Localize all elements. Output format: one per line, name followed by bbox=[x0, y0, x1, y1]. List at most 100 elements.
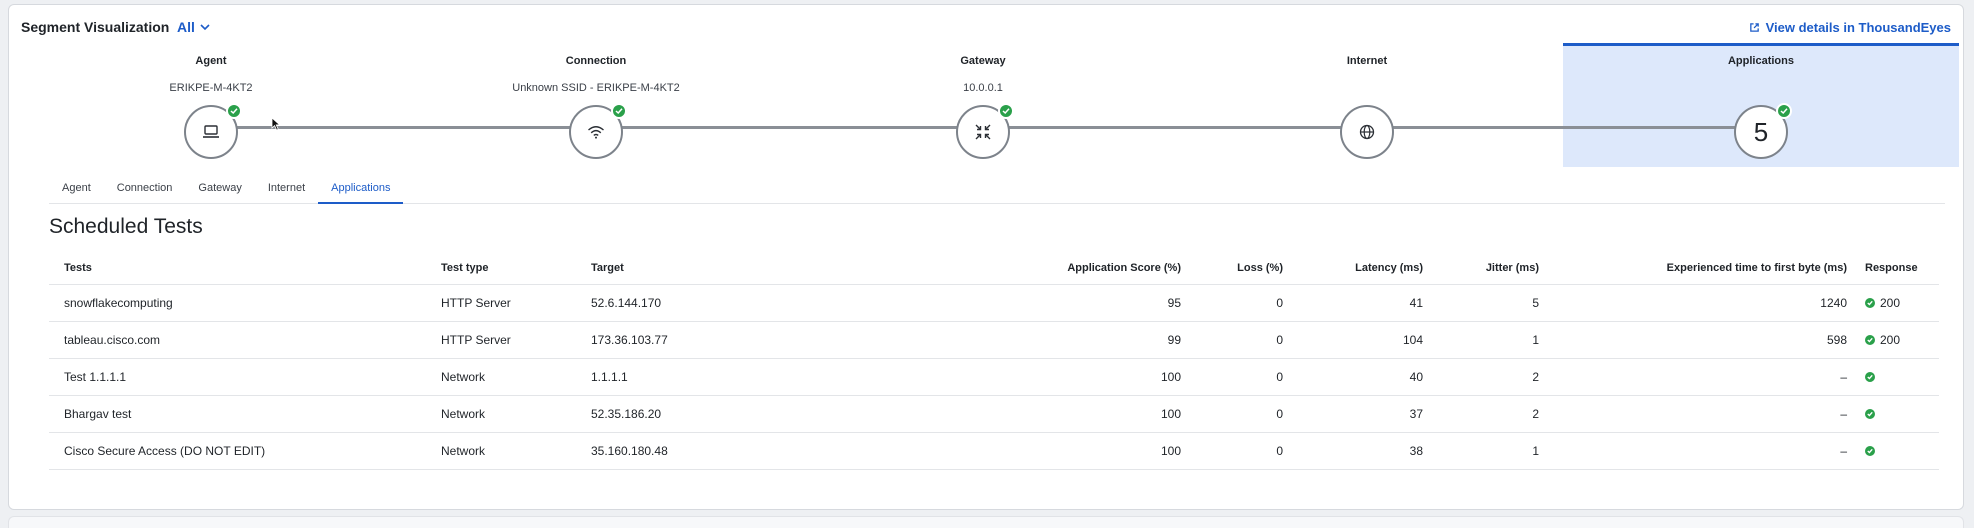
segment-node[interactable] bbox=[1340, 105, 1394, 159]
check-circle-icon bbox=[1865, 335, 1875, 345]
table-row[interactable]: tableau.cisco.com HTTP Server 173.36.103.7… bbox=[49, 322, 1939, 359]
column-header-latency[interactable]: Latency (ms) bbox=[1355, 261, 1423, 274]
segment-title: Connection bbox=[565, 55, 627, 67]
segment-title: Agent bbox=[195, 55, 227, 67]
check-circle-icon bbox=[1865, 409, 1875, 419]
cell-ttfb: – bbox=[1840, 407, 1847, 421]
segment-gateway[interactable]: Gateway 10.0.0.1 bbox=[833, 55, 1133, 159]
cell-response: 200 bbox=[1865, 322, 1935, 358]
segment-filter-label: All bbox=[177, 19, 195, 35]
check-icon bbox=[226, 103, 242, 119]
cell-test-name: Bhargav test bbox=[64, 407, 132, 421]
check-circle-icon bbox=[1865, 446, 1875, 456]
column-header-tests[interactable]: Tests bbox=[64, 261, 92, 274]
column-header-application-score[interactable]: Application Score (%) bbox=[1067, 261, 1181, 274]
segment-filter-dropdown[interactable]: All bbox=[177, 19, 211, 35]
cell-application-score: 100 bbox=[1160, 444, 1181, 458]
table-row[interactable]: Cisco Secure Access (DO NOT EDIT)Network… bbox=[49, 433, 1939, 470]
tab-internet[interactable]: Internet bbox=[267, 182, 306, 194]
check-icon bbox=[611, 103, 627, 119]
cell-response bbox=[1865, 396, 1935, 432]
table-header-row: Tests Test type Target Application Score… bbox=[49, 251, 1939, 285]
cell-ttfb: – bbox=[1840, 370, 1847, 384]
segment-title: Internet bbox=[1346, 55, 1388, 67]
cell-ttfb: 1240 bbox=[1820, 296, 1847, 310]
view-details-label: View details in ThousandEyes bbox=[1765, 20, 1951, 35]
cell-target: 173.36.103.77 bbox=[591, 333, 668, 347]
segment-node[interactable]: 5 bbox=[1734, 103, 1792, 159]
cell-ttfb: – bbox=[1840, 444, 1847, 458]
cell-response bbox=[1865, 359, 1935, 395]
cell-application-score: 99 bbox=[1167, 333, 1181, 347]
cell-jitter: 2 bbox=[1532, 407, 1539, 421]
cell-test-name: tableau.cisco.com bbox=[64, 333, 161, 347]
column-header-jitter[interactable]: Jitter (ms) bbox=[1485, 261, 1539, 274]
segment-applications[interactable]: Applications 5 bbox=[1611, 55, 1911, 159]
segment-visualization-card: Segment Visualization All View details i… bbox=[8, 4, 1964, 510]
cell-latency: 41 bbox=[1409, 296, 1423, 310]
scheduled-tests-table: Tests Test type Target Application Score… bbox=[49, 251, 1939, 470]
view-details-link[interactable]: View details in ThousandEyes bbox=[1749, 20, 1951, 35]
section-title: Scheduled Tests bbox=[49, 215, 203, 238]
segment-subtitle bbox=[1611, 82, 1911, 96]
cell-application-score: 95 bbox=[1167, 296, 1181, 310]
cell-test-type: HTTP Server bbox=[441, 333, 511, 347]
cell-target: 35.160.180.48 bbox=[591, 444, 668, 458]
segment-subtitle: 10.0.0.1 bbox=[963, 82, 1003, 94]
cell-application-score: 100 bbox=[1160, 370, 1181, 384]
globe-icon bbox=[1359, 124, 1375, 140]
tab-connection[interactable]: Connection bbox=[116, 182, 173, 194]
cell-response bbox=[1865, 433, 1935, 469]
cell-test-type: HTTP Server bbox=[441, 296, 511, 310]
wifi-icon bbox=[588, 126, 604, 139]
cell-latency: 40 bbox=[1409, 370, 1423, 384]
cell-loss: 0 bbox=[1276, 333, 1283, 347]
cell-loss: 0 bbox=[1276, 407, 1283, 421]
cell-ttfb: 598 bbox=[1826, 333, 1847, 347]
card-title: Segment Visualization bbox=[21, 19, 170, 35]
column-header-test-type[interactable]: Test type bbox=[441, 261, 489, 274]
segment-subtitle bbox=[1217, 82, 1517, 96]
cell-test-name: Test 1.1.1.1 bbox=[64, 370, 127, 384]
segment-agent[interactable]: Agent ERIKPE-M-4KT2 bbox=[61, 55, 361, 159]
tab-gateway[interactable]: Gateway bbox=[198, 182, 242, 194]
segment-title: Applications bbox=[1727, 55, 1794, 67]
segment-tabs: Agent Connection Gateway Internet Applic… bbox=[49, 176, 1945, 204]
cell-loss: 0 bbox=[1276, 296, 1283, 310]
tab-applications[interactable]: Applications bbox=[318, 176, 404, 204]
cell-test-type: Network bbox=[441, 444, 486, 458]
cell-jitter: 1 bbox=[1532, 333, 1539, 347]
cell-jitter: 2 bbox=[1532, 370, 1539, 384]
cell-latency: 37 bbox=[1409, 407, 1423, 421]
response-code: 200 bbox=[1880, 333, 1901, 347]
segment-connection[interactable]: Connection Unknown SSID - ERIKPE-M-4KT2 bbox=[446, 55, 746, 159]
column-header-target[interactable]: Target bbox=[591, 261, 624, 274]
check-icon bbox=[998, 103, 1014, 119]
gateway-icon bbox=[975, 124, 991, 140]
segment-subtitle: Unknown SSID - ERIKPE-M-4KT2 bbox=[512, 82, 680, 94]
check-icon bbox=[1776, 103, 1792, 119]
segment-title: Gateway bbox=[960, 55, 1006, 67]
tab-agent[interactable]: Agent bbox=[62, 182, 91, 194]
column-header-response[interactable]: Response bbox=[1865, 261, 1918, 274]
laptop-icon bbox=[203, 125, 219, 138]
cell-test-type: Network bbox=[441, 370, 486, 384]
chevron-down-icon bbox=[200, 24, 210, 31]
cell-latency: 38 bbox=[1409, 444, 1423, 458]
segment-internet[interactable]: Internet bbox=[1217, 55, 1517, 159]
cell-target: 52.6.144.170 bbox=[591, 296, 662, 310]
cell-response: 200 bbox=[1865, 285, 1935, 321]
cell-target: 1.1.1.1 bbox=[591, 370, 628, 384]
column-header-ttfb[interactable]: Experienced time to first byte (ms) bbox=[1666, 261, 1847, 274]
column-header-loss[interactable]: Loss (%) bbox=[1237, 261, 1283, 274]
segment-node[interactable] bbox=[184, 103, 242, 159]
segment-node[interactable] bbox=[956, 103, 1014, 159]
segment-node[interactable] bbox=[569, 103, 627, 159]
mouse-cursor-icon bbox=[271, 117, 281, 131]
applications-count: 5 bbox=[1753, 116, 1769, 147]
cell-latency: 104 bbox=[1402, 333, 1423, 347]
check-circle-icon bbox=[1865, 372, 1875, 382]
